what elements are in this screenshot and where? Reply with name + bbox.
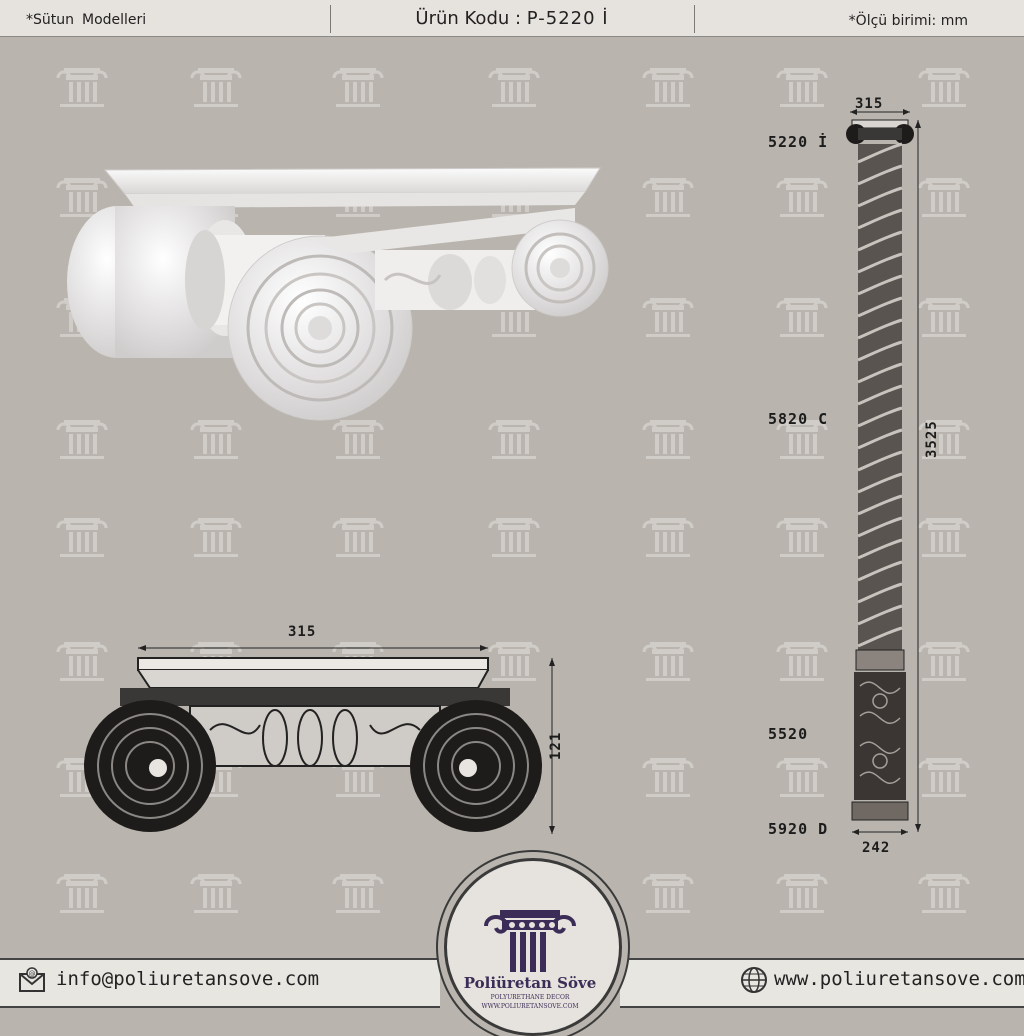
product-code: P-5220 İ bbox=[526, 8, 609, 29]
shaft-twist-line bbox=[857, 604, 903, 626]
watermark-logo-icon bbox=[330, 418, 386, 462]
category-name: Modelleri bbox=[82, 12, 147, 28]
watermark-logo-icon bbox=[916, 516, 972, 560]
shaft-twist-line bbox=[857, 450, 903, 472]
header-bar: *Sütun Modelleri Ürün Kodu : P-5220 İ *Öl… bbox=[0, 0, 1024, 37]
email-icon: @ bbox=[19, 967, 45, 992]
watermark-logo-icon bbox=[774, 66, 830, 110]
watermark-logo-icon bbox=[774, 176, 830, 220]
watermark-logo-icon bbox=[54, 516, 110, 560]
shaft-twist-line bbox=[857, 274, 903, 296]
column-top-width-label: 315 bbox=[855, 96, 884, 112]
column-elevation-drawing bbox=[846, 109, 921, 835]
watermark-logo-icon bbox=[916, 640, 972, 684]
column-height-label: 3525 bbox=[924, 420, 940, 458]
category-title: *Sütun Modelleri bbox=[26, 12, 146, 28]
shaft-twist-line bbox=[857, 406, 903, 428]
shaft-twist-line bbox=[857, 516, 903, 538]
product-code-title: Ürün Kodu : P-5220 İ bbox=[0, 8, 1024, 29]
watermark-logo-icon bbox=[486, 640, 542, 684]
watermark-logo-icon bbox=[774, 516, 830, 560]
watermark-logo-icon bbox=[640, 66, 696, 110]
shaft-twist-line bbox=[857, 230, 903, 252]
watermark-logo-icon bbox=[486, 66, 542, 110]
email-link[interactable]: info@poliuretansove.com bbox=[56, 968, 320, 990]
watermark-logo-icon bbox=[916, 872, 972, 916]
watermark-logo-icon bbox=[916, 756, 972, 800]
watermark-logo-icon bbox=[640, 516, 696, 560]
unit-note: *Ölçü birimi: mm bbox=[848, 13, 968, 29]
watermark-logo-icon bbox=[774, 296, 830, 340]
shaft-twist-line bbox=[857, 582, 903, 604]
watermark-logo-icon bbox=[640, 872, 696, 916]
shaft-twist-line bbox=[857, 340, 903, 362]
brand-subtitle: POLYURETHANE DECOR bbox=[490, 994, 570, 1001]
shaft-twist-line bbox=[857, 208, 903, 230]
brand-url: WWW.POLIURETANSOVE.COM bbox=[481, 1003, 579, 1010]
shaft-twist-line bbox=[857, 142, 903, 164]
watermark-logo-icon bbox=[330, 872, 386, 916]
brand-name: Poliüretan Söve bbox=[463, 974, 597, 992]
shaft-twist-line bbox=[857, 472, 903, 494]
watermark-logo-icon bbox=[54, 640, 110, 684]
watermark-logo-icon bbox=[188, 418, 244, 462]
watermark-logo-icon bbox=[640, 176, 696, 220]
shaft-twist-line bbox=[857, 538, 903, 560]
watermark-logo-icon bbox=[774, 640, 830, 684]
watermark-logo-icon bbox=[640, 296, 696, 340]
watermark-logo-icon bbox=[188, 872, 244, 916]
shaft-twist-line bbox=[857, 318, 903, 340]
watermark-logo-icon bbox=[486, 516, 542, 560]
watermark-logo-icon bbox=[486, 418, 542, 462]
shaft-twist-line bbox=[857, 164, 903, 186]
shaft-twist-line bbox=[857, 186, 903, 208]
part-label-base: 5920 D bbox=[768, 820, 829, 838]
column-logo-icon bbox=[484, 910, 576, 972]
shaft-twist-line bbox=[857, 362, 903, 384]
shaft-twist-line bbox=[857, 384, 903, 406]
footer-email-bar bbox=[0, 958, 440, 1008]
watermark-logo-icon bbox=[774, 872, 830, 916]
drawing-width-label: 315 bbox=[288, 624, 317, 640]
watermark-logo-icon bbox=[916, 176, 972, 220]
watermark-logo-icon bbox=[330, 516, 386, 560]
part-label-shaft: 5820 C bbox=[768, 410, 829, 428]
shaft-twist-line bbox=[857, 494, 903, 516]
watermark-logo-icon bbox=[640, 418, 696, 462]
shaft-twist-line bbox=[857, 428, 903, 450]
category-prefix: *Sütun bbox=[26, 12, 74, 28]
watermark-logo-icon bbox=[640, 640, 696, 684]
website-link[interactable]: www.poliuretansove.com bbox=[774, 968, 1024, 990]
watermark-logo-icon bbox=[54, 66, 110, 110]
watermark-logo-icon bbox=[54, 418, 110, 462]
watermark-logo-icon bbox=[640, 756, 696, 800]
watermark-logo-icon bbox=[54, 872, 110, 916]
shaft-twist-line bbox=[857, 560, 903, 582]
watermark-logo-icon bbox=[330, 66, 386, 110]
shaft-twist-line bbox=[857, 296, 903, 318]
watermark-logo-icon bbox=[54, 176, 110, 220]
capital-render-image bbox=[67, 167, 609, 421]
part-label-lower: 5520 bbox=[768, 725, 809, 743]
watermark-logo-icon bbox=[916, 296, 972, 340]
globe-icon bbox=[741, 967, 767, 993]
capital-technical-drawing bbox=[84, 645, 555, 834]
header-divider bbox=[694, 5, 695, 33]
watermark-logo-icon bbox=[188, 516, 244, 560]
footer-website-bar bbox=[620, 958, 1024, 1008]
watermark-logo-icon bbox=[188, 66, 244, 110]
watermark-logo-icon bbox=[774, 756, 830, 800]
svg-text:@: @ bbox=[29, 970, 36, 978]
column-bottom-width-label: 242 bbox=[862, 840, 891, 856]
header-divider bbox=[330, 5, 331, 33]
watermark-logo-icon bbox=[916, 418, 972, 462]
watermark-logo-icon bbox=[916, 66, 972, 110]
shaft-twist-line bbox=[857, 626, 903, 648]
product-code-label: Ürün Kodu : bbox=[415, 8, 522, 29]
shaft-twist-line bbox=[857, 252, 903, 274]
part-label-capital: 5220 İ bbox=[768, 133, 829, 151]
watermark-logo-icon bbox=[774, 418, 830, 462]
drawing-height-label: 121 bbox=[548, 731, 564, 760]
